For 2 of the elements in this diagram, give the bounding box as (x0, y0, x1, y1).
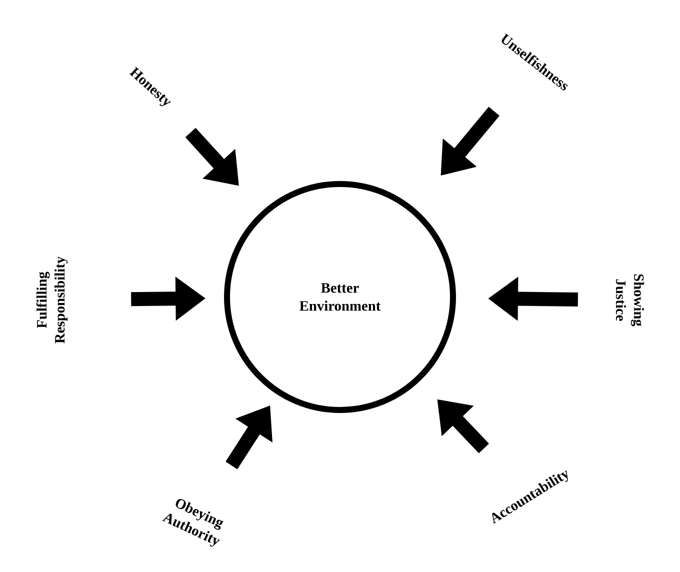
label-text: Showing Justice (616, 274, 644, 326)
label-text: Fulfilling Responsibility (36, 256, 68, 344)
